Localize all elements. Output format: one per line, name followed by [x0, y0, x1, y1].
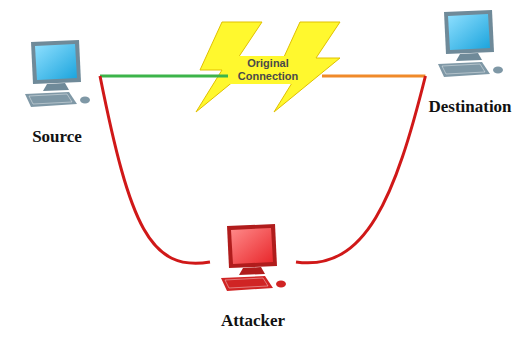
computer-icon	[213, 222, 293, 297]
computer-label: Source	[32, 127, 82, 147]
connection-line	[296, 76, 425, 263]
computer-icon	[430, 8, 510, 83]
connection-line	[100, 76, 210, 263]
computer-node: Attacker	[210, 222, 296, 331]
computer-icon	[17, 38, 97, 113]
connection-label: Original Connection	[229, 56, 307, 83]
computer-label: Attacker	[221, 311, 285, 331]
computer-node: Destination	[425, 8, 514, 117]
computer-label: Destination	[428, 97, 511, 117]
computer-node: Source	[14, 38, 100, 147]
